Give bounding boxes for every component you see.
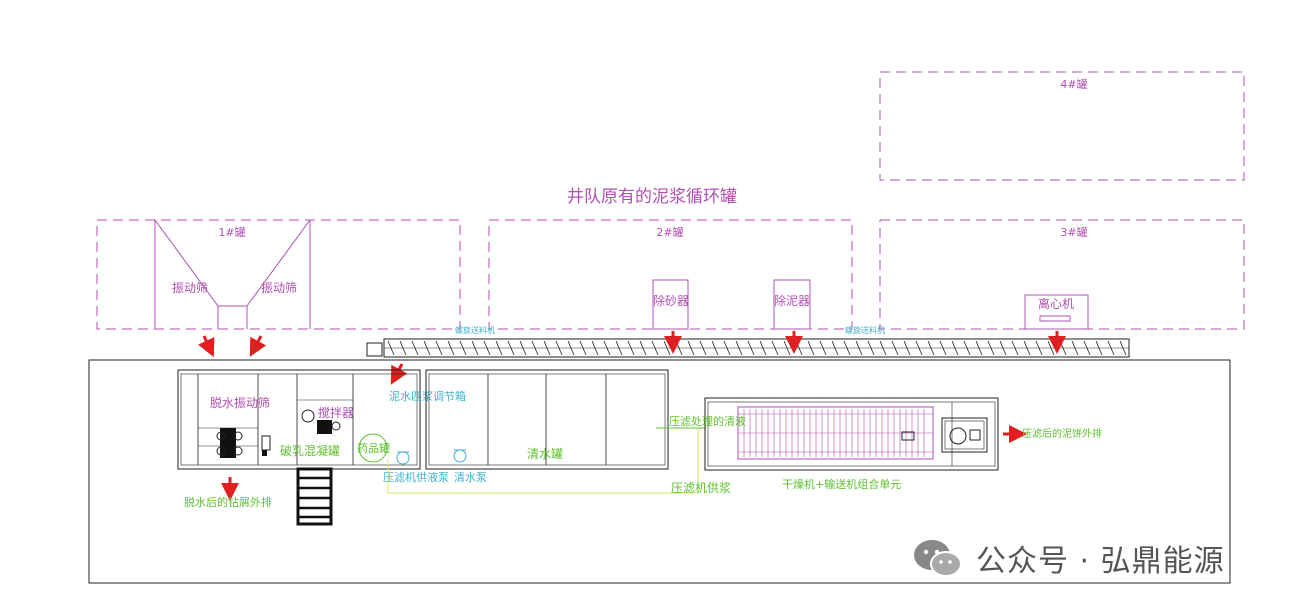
tank-2: 2#罐 除砂器 除泥器 bbox=[488, 219, 853, 330]
tank-4-label: 4#罐 bbox=[1060, 78, 1087, 91]
cake-discharge-label: 压滤后的泥饼外排 bbox=[1022, 427, 1102, 440]
dryer-unit-label: 干燥机+输送机组合单元 bbox=[782, 477, 901, 491]
screw-conveyor-right-label: 螺旋送料机 bbox=[845, 325, 885, 335]
tank-1: 1#罐 振动筛 振动筛 bbox=[96, 219, 461, 330]
tank-1-label: 1#罐 bbox=[218, 226, 245, 239]
flocculation-tank-label: 破乳混凝罐 bbox=[280, 443, 340, 458]
desilter-label: 除泥器 bbox=[774, 293, 810, 308]
diagram-title: 井队原有的泥浆循环罐 bbox=[567, 187, 737, 207]
clear-pump-label: 清水泵 bbox=[454, 471, 487, 484]
dewatering-shaker-label: 脱水振动筛 bbox=[210, 395, 270, 410]
mixer-label: 搅拌器 bbox=[318, 405, 354, 420]
tank-4: 4#罐 bbox=[879, 71, 1245, 181]
clear-water-tank: 清水罐 压滤机供液泵 清水泵 bbox=[383, 369, 669, 484]
site-boundary bbox=[88, 359, 1231, 584]
wechat-icon bbox=[912, 538, 964, 578]
stairs bbox=[296, 467, 333, 526]
filter-supply-label: 压滤机供浆 bbox=[671, 480, 731, 495]
screw-conveyor: 螺旋送料机 螺旋送料机 bbox=[366, 325, 1130, 358]
mud-adjust-tank-label: 泥水匹浆调节箱 bbox=[389, 389, 466, 403]
filtrate-label: 压滤处理的清液 bbox=[669, 414, 746, 428]
arrow-shaker-right bbox=[249, 335, 267, 357]
clear-water-tank-label: 清水罐 bbox=[527, 447, 563, 461]
tank-3: 3#罐 离心机 bbox=[879, 219, 1245, 330]
desander-label: 除砂器 bbox=[653, 293, 689, 308]
filter-pump-label: 压滤机供液泵 bbox=[383, 470, 449, 484]
tank-3-label: 3#罐 bbox=[1060, 226, 1087, 239]
solids-discharge-label: 脱水后的钻屑外排 bbox=[184, 495, 272, 509]
tank-2-label: 2#罐 bbox=[656, 226, 683, 239]
chemical-tank-label: 药品罐 bbox=[357, 442, 390, 455]
watermark: 公众号 · 弘鼎能源 bbox=[912, 536, 1225, 580]
dryer-conveyor-unit bbox=[704, 397, 999, 471]
filter-pump-icon bbox=[396, 451, 410, 465]
centrifuge-label: 离心机 bbox=[1038, 296, 1074, 311]
treatment-unit: 脱水振动筛 搅拌器 破乳混凝罐 药品罐 泥水匹浆调节箱 bbox=[177, 369, 466, 470]
shaker-left-label: 振动筛 bbox=[172, 280, 208, 295]
arrow-shaker-left bbox=[198, 335, 215, 358]
screw-conveyor-left-label: 螺旋送料机 bbox=[455, 325, 495, 335]
shaker-right-label: 振动筛 bbox=[261, 280, 297, 295]
watermark-text: 公众号 · 弘鼎能源 bbox=[976, 544, 1225, 579]
clear-pump-icon bbox=[453, 449, 467, 463]
